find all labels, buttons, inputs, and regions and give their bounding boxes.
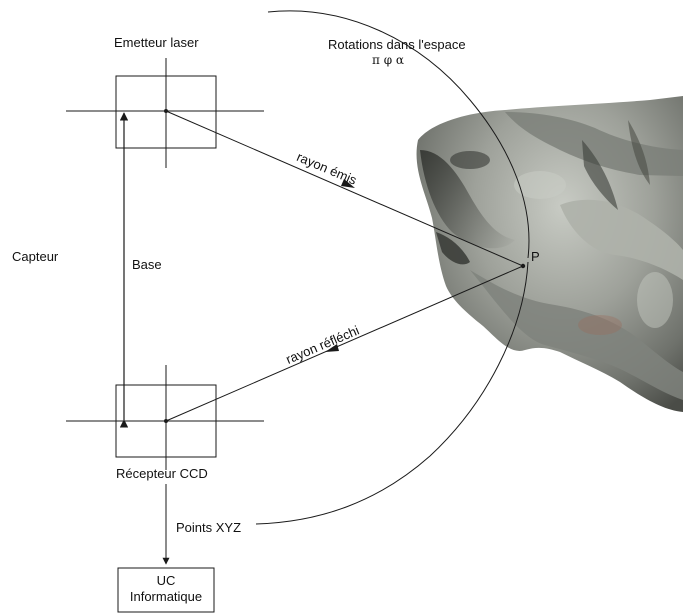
points-xyz-label: Points XYZ (176, 521, 241, 534)
computer-label-line1: UC (118, 574, 214, 587)
point-p-label: P (531, 250, 540, 263)
computer-label-line2: Informatique (118, 590, 214, 603)
receiver-label: Récepteur CCD (116, 467, 208, 480)
rock-photo (417, 96, 683, 412)
emitter-box (66, 58, 264, 168)
receiver-box (66, 365, 264, 470)
rotation-angles-label: π φ α (372, 54, 404, 66)
point-p-marker (521, 264, 525, 268)
rotations-label: Rotations dans l'espace (328, 38, 466, 51)
sensor-label: Capteur (12, 250, 58, 263)
base-label: Base (132, 258, 162, 271)
emitter-label: Emetteur laser (114, 36, 199, 49)
